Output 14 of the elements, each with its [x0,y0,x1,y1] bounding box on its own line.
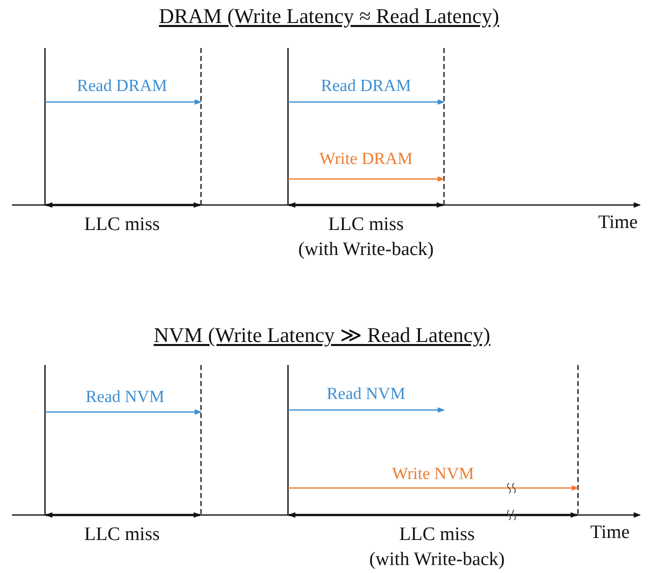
section-heading: DRAM (Write Latency ≈ Read Latency) [158,4,500,29]
section-heading: NVM (Write Latency ≫ Read Latency) [154,323,490,348]
interval-label: LLC miss (with Write-back) [369,523,505,572]
interval-label: LLC miss [84,213,160,237]
read-latency-label: Read DRAM [76,75,168,97]
axis-label: Time [598,211,638,235]
interval-label: LLC miss [84,523,160,547]
write-latency-label: Write DRAM [319,148,413,170]
read-latency-label: Read NVM [86,386,164,408]
read-latency-label: Read NVM [326,383,406,405]
interval-label: LLC miss (with Write-back) [298,213,434,262]
axis-label: Time [590,521,630,545]
write-latency-label: Write NVM [392,463,474,485]
read-latency-label: Read DRAM [320,75,412,97]
